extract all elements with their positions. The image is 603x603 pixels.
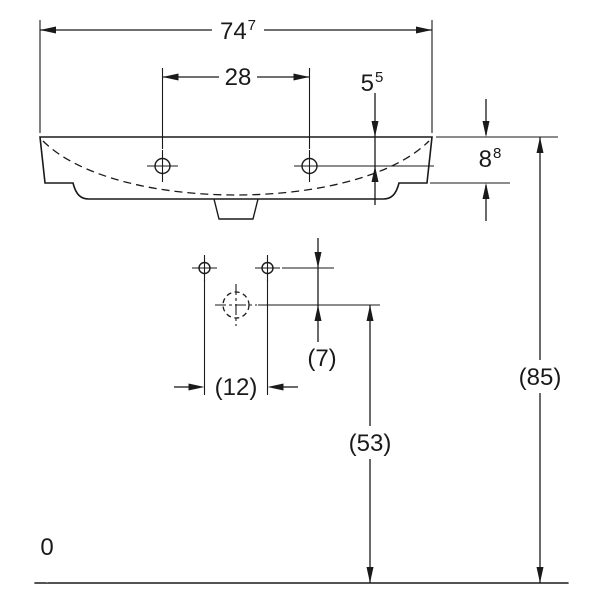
arrowhead-down — [536, 567, 544, 583]
dim-rim-height-label: 88 — [479, 145, 502, 173]
arrowhead-down — [482, 121, 490, 137]
arrowhead-right — [416, 26, 432, 34]
dim-drain-to-fixing-label: (7) — [307, 345, 336, 372]
drain-outlet-front — [213, 198, 259, 220]
basin — [39, 136, 433, 220]
arrowhead-left — [267, 383, 284, 391]
tap-hole-left — [147, 150, 178, 182]
arrowhead-right — [188, 383, 205, 391]
dim-overall-height-label: (85) — [519, 364, 562, 391]
arrowhead-up — [366, 305, 374, 321]
dim-tap-offset: 55 — [322, 66, 434, 205]
arrowhead-down — [314, 252, 322, 268]
fixing-hole-left — [192, 255, 217, 281]
dim-tap-spacing-label: 28 — [225, 64, 252, 91]
dim-overall-width: 747 — [39, 16, 433, 133]
dim-fixing-spacing: (12) — [174, 280, 298, 401]
arrowhead-down — [366, 567, 374, 583]
fixing-hole-right — [255, 255, 280, 281]
basin-bowl-hidden-edge — [42, 140, 430, 196]
label-backing — [219, 63, 257, 91]
dim-overall-width-label: 747 — [220, 17, 256, 45]
lower-fixtures — [192, 255, 280, 326]
tap-hole-right — [294, 150, 325, 182]
label-backing — [512, 360, 568, 393]
dim-drain-height: (53) — [258, 304, 398, 583]
datum-zero-label: 0 — [40, 534, 53, 561]
arrowhead-up — [371, 166, 379, 182]
dim-rim-height: 88 — [430, 99, 558, 221]
dim-tap-offset-label: 55 — [361, 69, 384, 97]
dim-overall-height: (85) — [512, 137, 568, 583]
label-backing — [354, 66, 392, 92]
dim-tap-spacing: 28 — [161, 63, 311, 149]
basin-outline — [39, 136, 433, 200]
drain-hole — [215, 284, 257, 326]
arrowhead-down — [371, 121, 379, 137]
arrowhead-up — [314, 305, 322, 321]
dim-drain-to-fixing: (7) — [282, 238, 337, 372]
floor: 0 — [34, 534, 569, 584]
arrowhead-up — [536, 137, 544, 153]
arrowhead-left — [162, 73, 179, 81]
arrowhead-left — [40, 26, 56, 34]
label-backing — [342, 426, 398, 459]
label-backing — [212, 16, 264, 44]
datum-triangle-icon — [36, 563, 58, 583]
dim-fixing-spacing-label: (12) — [215, 374, 258, 401]
dim-drain-height-label: (53) — [349, 430, 392, 457]
arrowhead-right — [293, 73, 310, 81]
arrowhead-up — [482, 183, 490, 199]
